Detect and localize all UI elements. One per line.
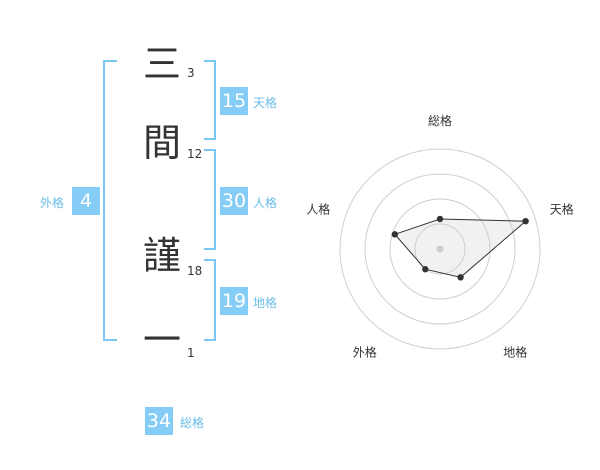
radar-axis-label: 人格	[306, 201, 330, 216]
radar-center-dot	[436, 245, 444, 253]
radar-series-area	[393, 218, 527, 278]
chikaku-label: 地格	[253, 296, 278, 310]
radar-series	[391, 215, 529, 281]
name-char-3: 謹	[142, 234, 181, 278]
tenkaku-score-badge: 15	[220, 87, 248, 115]
gaikaku-label: 外格	[40, 196, 65, 210]
stroke-count-2: 12	[187, 147, 203, 161]
stroke-count-3: 18	[187, 264, 203, 278]
soukaku-score-badge: 34	[145, 407, 173, 435]
stroke-count-1: 3	[187, 66, 195, 80]
radar-ring	[364, 173, 516, 325]
radar-point	[422, 266, 429, 273]
gaikaku-bracket	[103, 60, 117, 341]
soukaku-label: 総格	[180, 416, 205, 430]
jinkaku-bracket	[204, 149, 216, 250]
chikaku-score-badge: 19	[220, 287, 248, 315]
radar-axis-label: 外格	[353, 345, 377, 360]
radar-axis-label: 天格	[550, 201, 574, 216]
radar-point	[436, 215, 444, 223]
chikaku-bracket	[204, 259, 216, 341]
gaikaku-score-badge: 4	[72, 187, 100, 215]
radar-point	[522, 217, 529, 225]
stroke-count-4: 1	[187, 346, 195, 360]
radar-axis-label: 地格	[503, 345, 527, 360]
jinkaku-score-badge: 30	[220, 187, 248, 215]
name-char-1: 三	[142, 42, 181, 86]
tenkaku-bracket	[204, 60, 216, 140]
radar-point	[391, 231, 399, 238]
jinkaku-label: 人格	[253, 196, 278, 210]
name-char-4: 一	[142, 318, 181, 362]
radar-rings	[339, 148, 541, 350]
radar-ring	[414, 223, 466, 275]
name-char-2: 間	[142, 121, 181, 165]
radar-ring	[339, 148, 541, 350]
radar-ring	[389, 198, 491, 300]
radar-axis-label: 総格	[428, 113, 452, 128]
radar-point	[457, 274, 464, 281]
tenkaku-label: 天格	[253, 96, 278, 110]
